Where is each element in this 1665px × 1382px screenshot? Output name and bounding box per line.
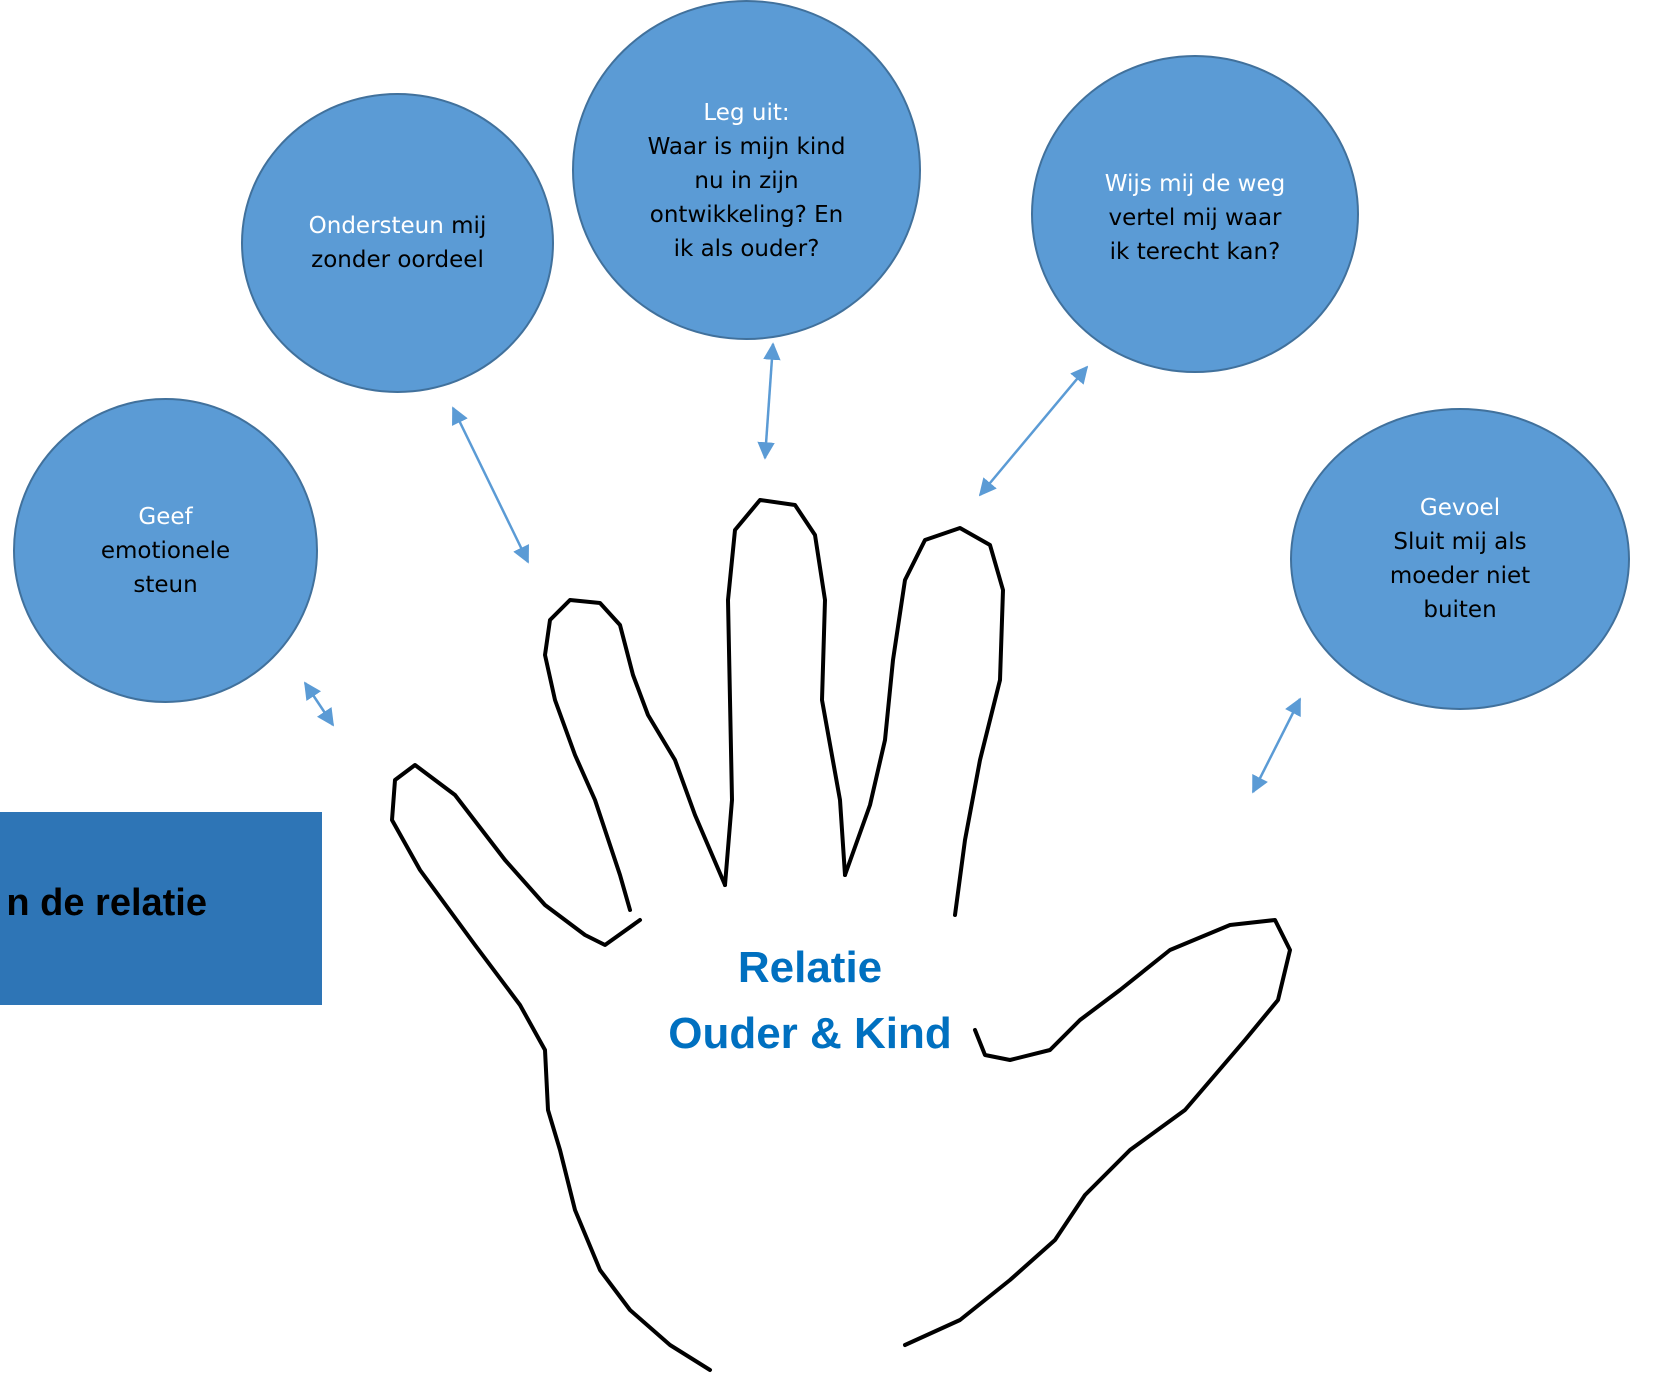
bubble-support-word-mij: mij — [443, 213, 487, 239]
bubble-explain-line-4: ontwikkeling? En — [649, 202, 844, 228]
arrow-way — [978, 365, 1089, 497]
bubble-emotional-line-3: steun — [133, 571, 198, 598]
relation-banner: n de relatie — [0, 812, 322, 1005]
hand-contour-middle — [723, 498, 847, 887]
bubble-emotional-support: Geef emotionele steun — [13, 398, 318, 703]
bubble-way-line-2: vertel mij waar — [1108, 205, 1282, 231]
bubble-emotional-line-1: Geef — [138, 503, 193, 530]
banner-text: n de relatie — [6, 882, 207, 924]
bubble-show-the-way: Wijs mij de weg vertel mij waar ik terec… — [1031, 55, 1359, 373]
hand-outline — [390, 498, 1292, 1372]
bubble-emotional-line-2: emotionele — [100, 537, 231, 564]
bubble-explain-line-1: Leg uit: — [703, 100, 790, 126]
bubble-explain-line-2: Waar is mijn kind — [647, 134, 846, 160]
hand-contour-left — [390, 763, 712, 1372]
connector-arrows — [303, 342, 1302, 794]
hand-contour-thumb — [903, 918, 1292, 1347]
bubble-feeling-line-3: moeder niet — [1389, 563, 1531, 589]
arrow-emotional — [303, 681, 335, 727]
arrow-explain — [757, 342, 781, 460]
bubble-feeling-line-1: Gevoel — [1419, 495, 1501, 521]
center-title-line-2: Ouder & Kind — [668, 1009, 952, 1058]
bubble-support-line-1: Ondersteun mij — [309, 209, 487, 243]
bubble-feeling-line-4: buiten — [1423, 597, 1497, 623]
bubble-support-without-judgement: Ondersteun mij zonder oordeel — [241, 93, 554, 393]
bubble-way-line-3: ik terecht kan? — [1109, 239, 1281, 265]
bubble-explain-line-3: nu in zijn — [694, 168, 799, 194]
hand-contour-index — [843, 526, 1005, 917]
center-title-line-1: Relatie — [737, 943, 883, 992]
bubble-explain-development: Leg uit: Waar is mijn kind nu in zijn on… — [572, 0, 921, 340]
bubble-feeling: Gevoel Sluit mij als moeder niet buiten — [1290, 408, 1630, 710]
center-title: Relatie Ouder & Kind — [640, 935, 980, 1067]
hand-contour-pinky — [543, 598, 727, 912]
arrow-support — [451, 406, 530, 564]
bubble-explain-line-5: ik als ouder? — [673, 236, 820, 262]
bubble-way-line-1: Wijs mij de weg — [1104, 171, 1286, 197]
bubble-support-word-ondersteun: Ondersteun — [308, 213, 444, 239]
arrow-feeling — [1251, 697, 1302, 794]
bubble-support-line-2: zonder oordeel — [311, 247, 484, 273]
bubble-feeling-line-2: Sluit mij als — [1393, 529, 1527, 555]
